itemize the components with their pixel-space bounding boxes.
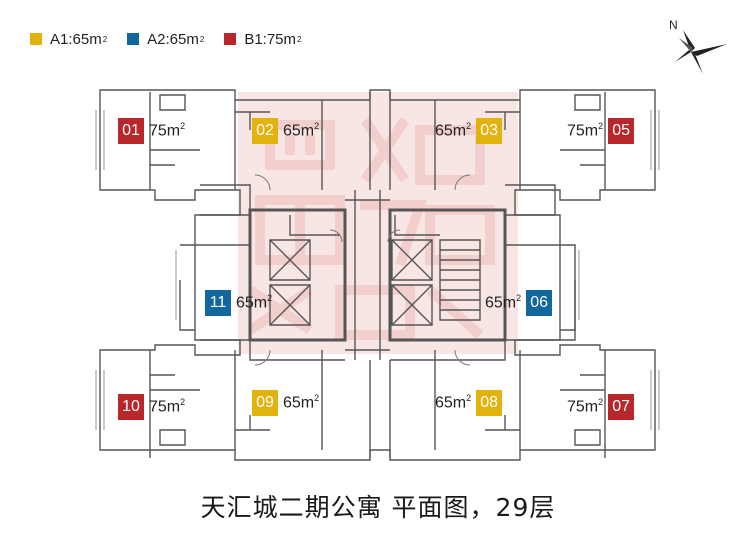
unit-05: 75m2 05 (562, 118, 635, 144)
door-swings (254, 174, 471, 366)
unit-area: 65m2 (236, 293, 273, 312)
compass-rose-icon (675, 30, 727, 74)
unit-10: 10 75m2 (118, 394, 190, 420)
unit-number-badge: 01 (118, 118, 144, 144)
unit-01: 01 75m2 (118, 118, 190, 144)
unit-09: 09 65m2 (252, 390, 324, 416)
legend-label-a1: A1:65m (50, 30, 102, 48)
legend-swatch-a2 (127, 33, 140, 45)
unit-area: 65m2 (283, 393, 320, 412)
unit-11: 11 65m2 (205, 290, 277, 316)
legend-swatch-b1 (224, 33, 237, 45)
legend-label-b1: B1:75m (244, 30, 297, 48)
unit-number-badge: 08 (476, 390, 503, 416)
unit-number-badge: 11 (205, 290, 231, 316)
plan-caption: 天汇城二期公寓 平面图，29层 (200, 493, 556, 522)
unit-area: 75m2 (149, 397, 186, 416)
legend-label-a2: A2:65m (147, 30, 199, 48)
window-marks (95, 110, 660, 430)
unit-06: 65m2 06 (480, 290, 553, 316)
unit-area: 65m2 (435, 121, 472, 140)
unit-area: 75m2 (567, 121, 604, 140)
unit-area: 75m2 (149, 121, 186, 140)
unit-area: 65m2 (283, 121, 320, 140)
unit-number-badge: 10 (118, 394, 144, 420)
unit-number-badge: 06 (526, 290, 553, 316)
unit-number-badge: 05 (608, 118, 635, 144)
unit-area: 75m2 (567, 397, 604, 416)
compass-north-label: N (669, 18, 678, 32)
unit-area: 65m2 (435, 393, 472, 412)
unit-08: 65m2 08 (430, 390, 503, 416)
unit-02: 02 65m2 (252, 118, 324, 144)
unit-07: 75m2 07 (562, 394, 635, 420)
unit-03: 65m2 03 (430, 118, 503, 144)
unit-area: 65m2 (485, 293, 522, 312)
north-compass: N (665, 18, 735, 78)
unit-number-badge: 07 (608, 394, 635, 420)
unit-number-badge: 09 (252, 390, 278, 416)
unit-number-badge: 03 (476, 118, 503, 144)
unit-number-badge: 02 (252, 118, 278, 144)
wall-lines (99, 89, 656, 461)
legend-swatch-a1 (30, 33, 42, 45)
